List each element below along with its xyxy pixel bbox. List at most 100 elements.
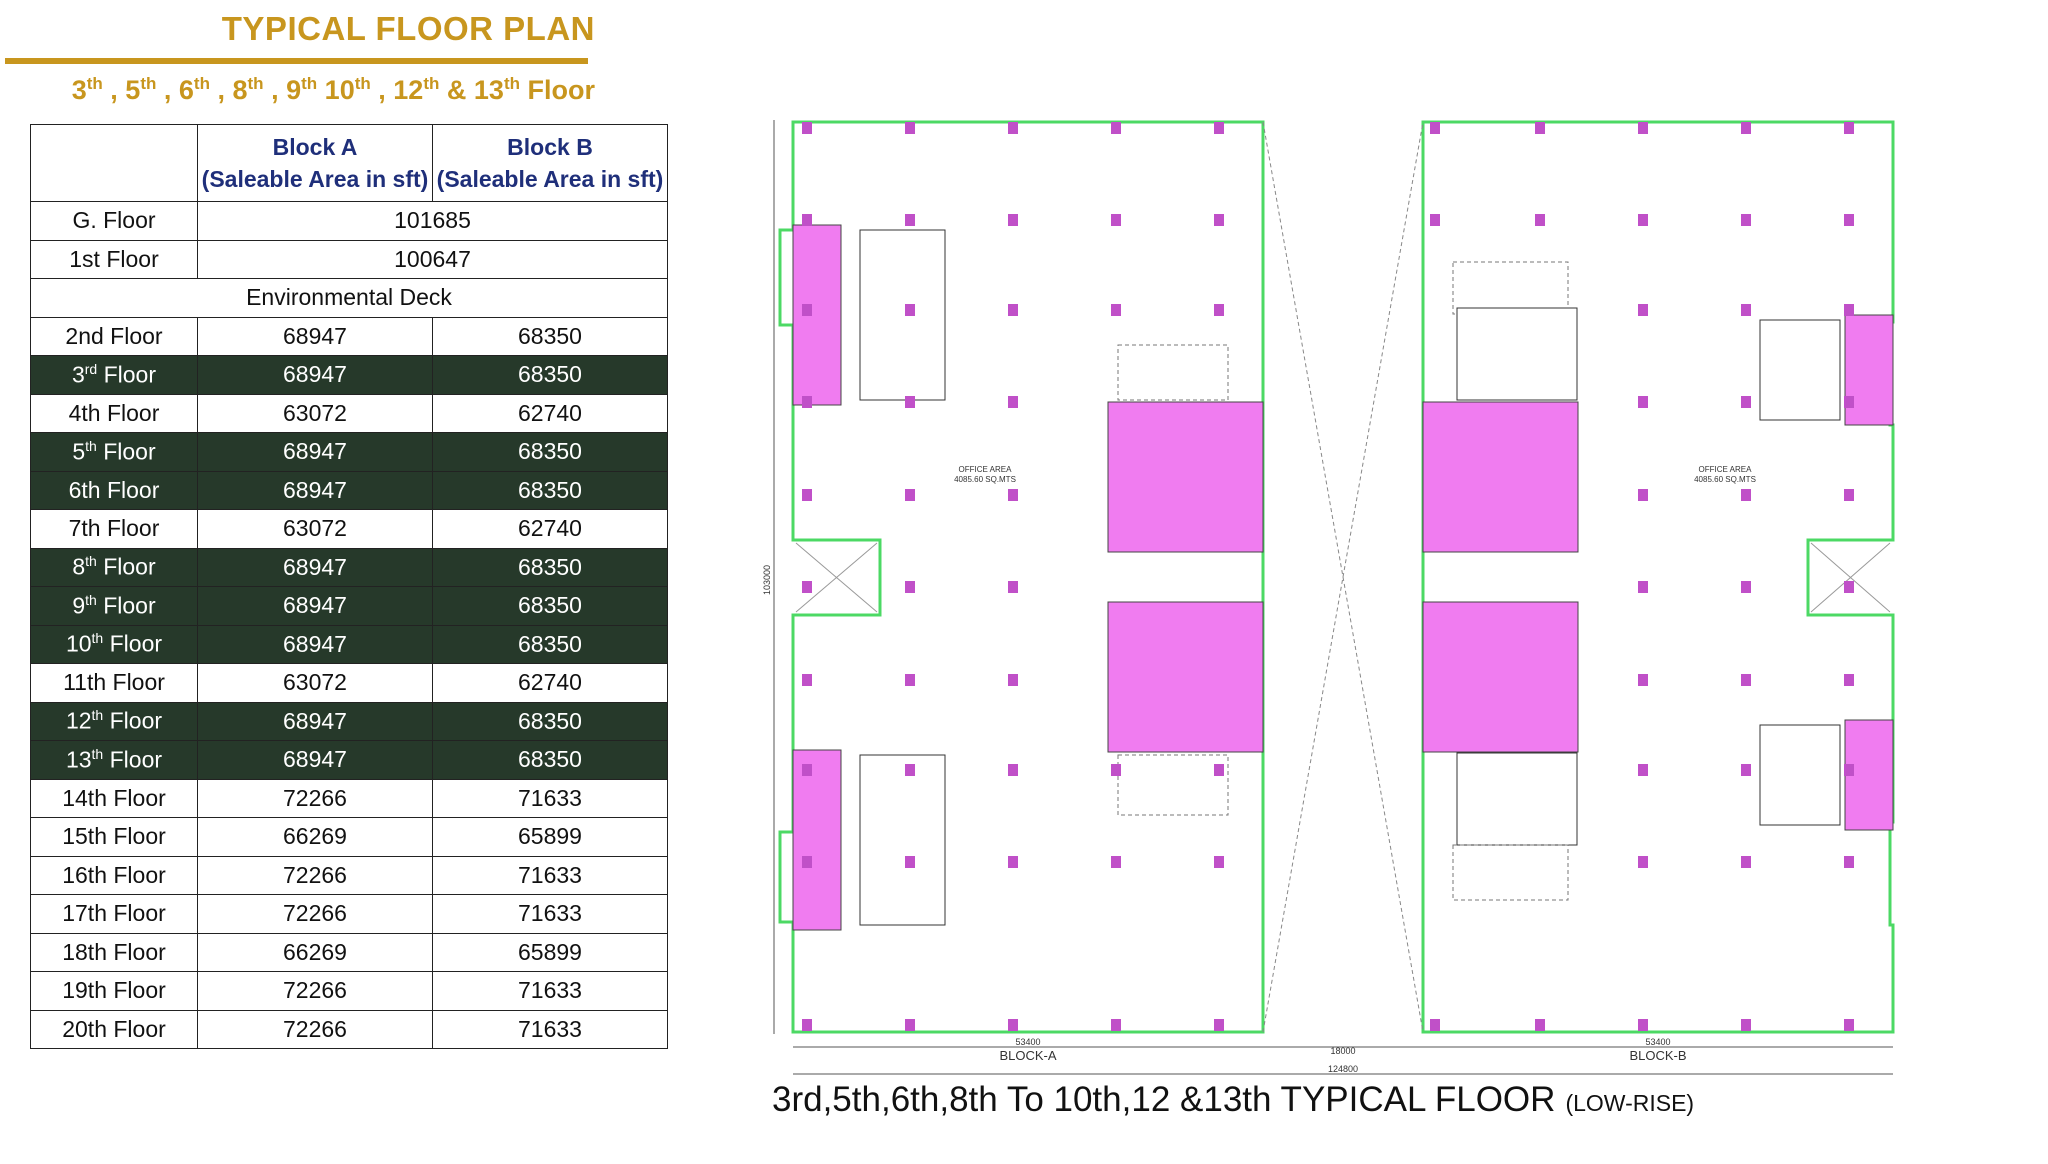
floor-name-cell: 17th Floor (30, 894, 198, 934)
column-marker (1741, 122, 1751, 134)
floor-word: Floor (99, 245, 159, 272)
block-b-area-cell: 71633 (432, 894, 668, 934)
subtitle-floor-suffix: th (503, 74, 520, 93)
column-marker (1111, 214, 1121, 226)
column-marker (905, 304, 915, 316)
floor-name-cell: 1st Floor (30, 239, 198, 279)
plan-caption-subtext: (LOW-RISE) (1565, 1090, 1695, 1116)
column-marker (1214, 214, 1224, 226)
block-b-area-cell: 65899 (432, 817, 668, 857)
column-marker (1638, 764, 1648, 776)
block-a-area-cell: 66269 (197, 932, 433, 972)
column-marker (1638, 1019, 1648, 1031)
office-area-a-size: 4085.60 SQ.MTS (954, 475, 1016, 484)
column-marker (1741, 489, 1751, 501)
block-a-area-cell: 68947 (197, 470, 433, 510)
column-marker (1214, 304, 1224, 316)
block-a-area-cell: 68947 (197, 316, 433, 356)
saleable-area-table: Block A (Saleable Area in sft) Block B (… (30, 124, 668, 1049)
block-b-area-cell: 71633 (432, 1009, 668, 1049)
floor-number: 12 (65, 708, 92, 735)
floor-word: Floor (100, 515, 160, 542)
column-marker (802, 856, 812, 868)
block-b-area-cell: 68350 (432, 740, 668, 780)
block-a-area-cell: 63072 (197, 509, 433, 549)
block-a-area-cell: 68947 (197, 355, 433, 395)
floor-word: Floor (103, 708, 163, 735)
floor-word: Floor (96, 554, 156, 581)
column-marker (905, 122, 915, 134)
column-marker (1214, 1019, 1224, 1031)
total-dimension-text: 124800 (1328, 1064, 1358, 1074)
subtitle-floor-number: 6 (178, 75, 194, 105)
block-b-area-cell: 62740 (432, 663, 668, 703)
floor-word: Floor (96, 438, 156, 465)
header-empty-cell (30, 124, 198, 202)
column-marker (1844, 764, 1854, 776)
subtitle-floor-suffix: th (423, 74, 440, 93)
floor-number: 16th (62, 861, 107, 888)
column-marker (1844, 1019, 1854, 1031)
subtitle-floor-suffix: th (301, 74, 318, 93)
block-a-area-cell: 68947 (197, 624, 433, 664)
floor-word: Floor (106, 977, 166, 1004)
floor-number: 19th (62, 977, 107, 1004)
block-b-area-cell: 68350 (432, 701, 668, 741)
column-marker (905, 856, 915, 868)
column-marker (1638, 304, 1648, 316)
floor-plan-drawing: OFFICE AREA 4085.60 SQ.MTS OFFICE AREA 4… (762, 120, 1895, 1075)
column-marker (1638, 856, 1648, 868)
floor-number: 18th (62, 938, 107, 965)
floor-name-cell: 7th Floor (30, 509, 198, 549)
column-marker (1741, 581, 1751, 593)
floor-name-cell: 4th Floor (30, 393, 198, 433)
column-marker (905, 396, 915, 408)
subtitle-floor-suffix: th (140, 74, 157, 93)
column-marker (1214, 764, 1224, 776)
column-marker (1008, 674, 1018, 686)
column-marker (1844, 856, 1854, 868)
column-marker (1430, 122, 1440, 134)
subtitle-suffix: Floor (527, 75, 596, 105)
column-marker (802, 1019, 812, 1031)
floor-word: Floor (103, 322, 163, 349)
void-b (1810, 542, 1891, 613)
floor-name-cell: 2nd Floor (30, 316, 198, 356)
combined-area-cell: 100647 (197, 239, 668, 279)
floor-name-cell: 18th Floor (30, 932, 198, 972)
floor-name-cell: 16th Floor (30, 855, 198, 895)
floor-name-cell: 5th Floor (30, 432, 198, 472)
header-block-b-title: Block B (507, 134, 593, 160)
header-block-a: Block A (Saleable Area in sft) (197, 124, 433, 202)
floor-name-cell: 9th Floor (30, 586, 198, 626)
office-area-b-label: OFFICE AREA (1699, 465, 1753, 474)
column-marker (905, 581, 915, 593)
table-header-row: Block A (Saleable Area in sft) Block B (… (30, 124, 668, 202)
column-marker (802, 581, 812, 593)
floor-ordinal-suffix: th (91, 745, 104, 762)
service-core-a-top (792, 224, 946, 406)
floor-ordinal-suffix: th (85, 437, 97, 454)
floor-number: 14th (62, 784, 107, 811)
block-a-width-text: 53400 (1015, 1037, 1040, 1047)
floor-ordinal-suffix: th (91, 707, 104, 724)
block-b-area-cell: 68350 (432, 355, 668, 395)
floor-name-cell: 15th Floor (30, 817, 198, 857)
section-label-cell: Environmental Deck (30, 278, 668, 318)
column-marker (1008, 856, 1018, 868)
floor-word: Floor (106, 669, 165, 696)
subtitle-floor-number: 3 (71, 75, 87, 105)
subtitle-floor-suffix: th (86, 74, 103, 93)
floor-number: 8 (72, 554, 86, 581)
block-a-area-cell: 68947 (197, 547, 433, 587)
column-marker (1844, 396, 1854, 408)
column-marker (1008, 214, 1018, 226)
subtitle-floor-number: 9 (286, 75, 302, 105)
block-b-area-cell: 62740 (432, 509, 668, 549)
